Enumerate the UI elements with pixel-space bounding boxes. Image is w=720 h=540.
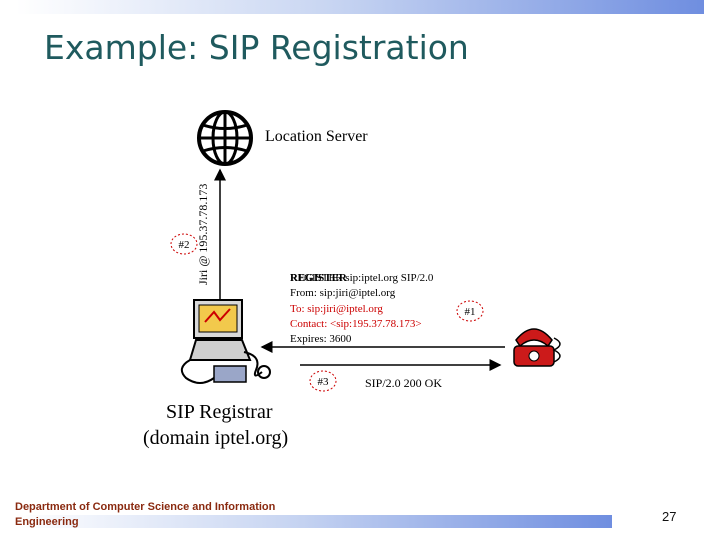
svg-text:REGISTER: REGISTER (290, 272, 348, 284)
register-message: REGISTER REGISTER sip:iptel.org SIP/2.0 (290, 272, 348, 284)
page-number: 27 (662, 509, 677, 524)
register-line-4: Contact: <sip:195.37.78.173> (290, 318, 422, 330)
step-2-badge: #2 (170, 233, 198, 255)
step-3-badge: #3 (309, 370, 337, 392)
location-server-label: Location Server (265, 128, 368, 145)
registrar-computer-icon (180, 299, 271, 384)
svg-text:#1: #1 (465, 306, 476, 318)
binding-label: Jiri @ 195.37.78.173 (196, 184, 210, 285)
svg-text:#3: #3 (318, 376, 330, 388)
register-line-1: REGISTER sip:iptel.org SIP/2.0 (290, 272, 434, 284)
registrar-domain: (domain iptel.org) (143, 427, 288, 449)
svg-text:#2: #2 (179, 239, 190, 251)
register-line-2: From: sip:jiri@iptel.org (290, 287, 396, 299)
department-label: Department of Computer Science and Infor… (15, 500, 275, 530)
register-line-5: Expires: 3600 (290, 333, 352, 345)
top-gradient-bar (16, 0, 704, 14)
globe-icon (197, 110, 253, 166)
ok-response-label: SIP/2.0 200 OK (365, 376, 442, 390)
department-line-1: Department of Computer Science and Infor… (15, 501, 276, 513)
registrar-name: SIP Registrar (166, 401, 273, 423)
slide-title: Example: SIP Registration (44, 28, 469, 67)
step-1-badge: #1 (456, 300, 484, 322)
footer-gradient-bar (16, 515, 612, 528)
department-line-2: Engineering (15, 516, 79, 528)
phone-icon (513, 328, 561, 367)
register-line-3: To: sip:jiri@iptel.org (290, 303, 383, 315)
